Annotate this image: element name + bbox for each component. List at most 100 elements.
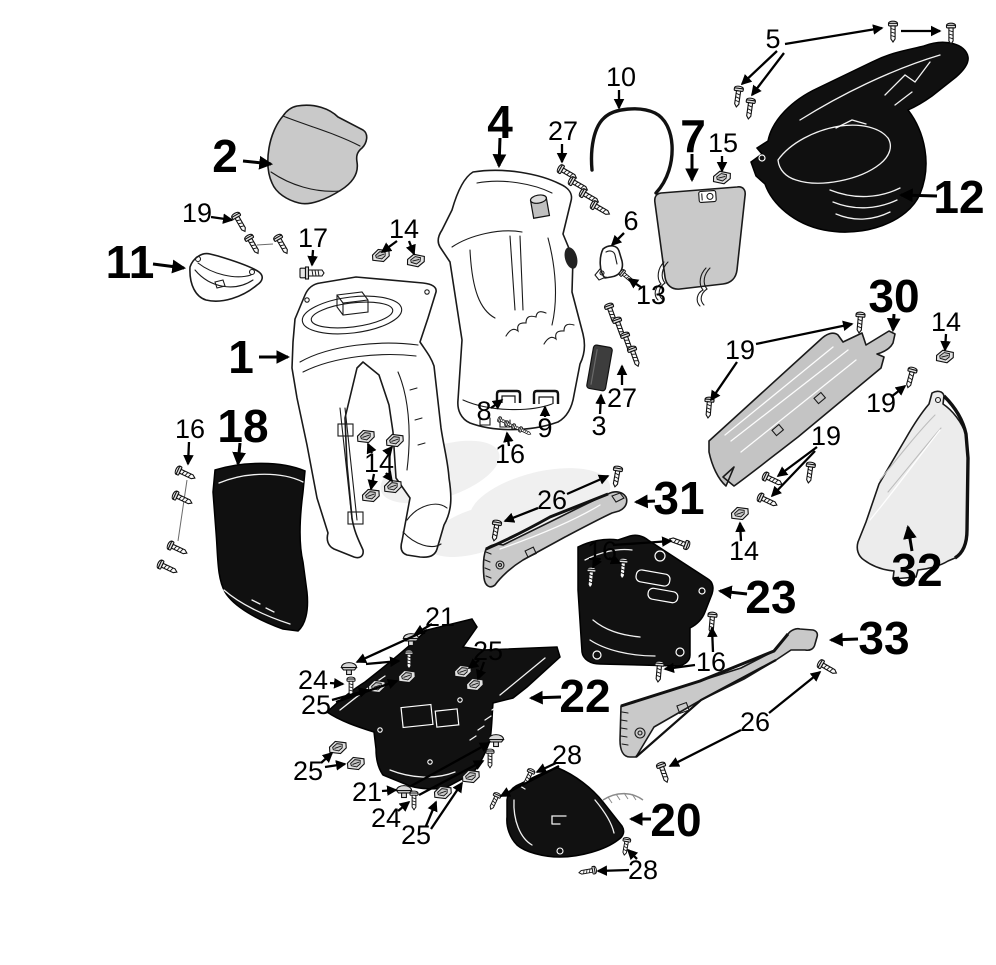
part-label-2: 2 — [212, 130, 238, 182]
callout-arrow — [903, 524, 917, 552]
callout-arrow — [320, 751, 334, 764]
part-label-16: 16 — [175, 414, 205, 444]
part-label-31: 31 — [653, 472, 704, 524]
part-label-6: 6 — [623, 206, 638, 236]
callout-arrow — [397, 800, 411, 812]
callout-arrow — [329, 678, 345, 689]
callout-arrow — [490, 399, 504, 410]
parts-layer — [189, 41, 970, 858]
callout-arrow — [612, 536, 673, 547]
part-label-17: 17 — [298, 223, 328, 253]
screw-icon — [945, 22, 957, 45]
callout-arrow — [668, 728, 742, 768]
callout-arrow — [405, 240, 416, 256]
part-9-hook-bracket — [532, 389, 560, 404]
part-10-trim-profile — [589, 107, 674, 195]
part-label-21: 21 — [425, 602, 455, 632]
cap-icon — [340, 662, 358, 676]
callout-arrow — [828, 632, 859, 647]
callout-arrow — [886, 313, 901, 333]
callout-arrow — [476, 661, 486, 681]
screw-icon — [902, 365, 919, 390]
callout-arrow — [608, 554, 622, 565]
callout-arrow — [768, 671, 822, 714]
screw-icon — [173, 464, 198, 483]
part-label-19: 19 — [811, 421, 841, 451]
callout-arrow — [751, 52, 785, 97]
part-label-14: 14 — [931, 307, 961, 337]
part-label-26: 26 — [537, 485, 567, 515]
part-2-windscreen — [266, 104, 368, 205]
part-label-24: 24 — [298, 665, 328, 695]
callout-arrow — [566, 474, 610, 496]
part-label-25: 25 — [301, 690, 331, 720]
callout-arrow — [707, 626, 718, 653]
part-label-10: 10 — [606, 62, 636, 92]
cap-icon — [395, 785, 413, 799]
clip-icon — [728, 504, 751, 523]
part-6-bracket — [594, 245, 624, 281]
screw-icon — [655, 760, 672, 785]
part-label-11: 11 — [106, 236, 155, 288]
screw-icon — [652, 660, 665, 683]
screw-icon — [485, 748, 495, 769]
callout-arrow — [324, 760, 347, 771]
clip-icon — [934, 347, 956, 366]
screw-icon — [272, 232, 292, 257]
callout-arrow — [499, 764, 560, 798]
part-31-left-sill-panel — [482, 491, 628, 588]
clip-icon — [359, 486, 382, 505]
callout-arrow — [418, 759, 485, 797]
part-label-25: 25 — [293, 756, 323, 786]
part-label-14: 14 — [729, 536, 759, 566]
callout-arrow — [735, 521, 746, 542]
part-label-9: 9 — [537, 413, 552, 443]
callout-arrow — [610, 232, 625, 247]
part-label-12: 12 — [933, 171, 984, 223]
clip-icon — [354, 427, 377, 446]
callout-arrow — [717, 585, 748, 600]
part-label-32: 32 — [891, 544, 942, 596]
screw-icon — [887, 20, 899, 43]
callout-arrow — [430, 781, 463, 830]
callout-arrow — [627, 278, 643, 289]
part-label-14: 14 — [389, 214, 419, 244]
clip-icon — [344, 754, 367, 773]
callout-arrow — [535, 761, 557, 774]
callout-arrow — [183, 441, 194, 466]
callout-arrow — [663, 662, 696, 674]
part-label-20: 20 — [650, 794, 701, 846]
screw-icon — [853, 311, 866, 334]
part-20-mud-flap — [506, 767, 644, 858]
callout-arrow — [382, 445, 394, 458]
part-label-13: 13 — [636, 280, 666, 310]
screw-icon — [815, 658, 840, 678]
screw-icon — [743, 97, 757, 121]
part-label-30: 30 — [868, 270, 919, 322]
callout-arrow — [890, 385, 907, 398]
leader-line — [177, 479, 188, 542]
callout-arrow — [307, 249, 318, 267]
callout-arrow — [467, 658, 480, 669]
part-11-handlebar-cover — [189, 252, 263, 302]
part-label-28: 28 — [552, 740, 582, 770]
callout-arrow — [367, 473, 378, 491]
callout-arrow — [503, 506, 539, 523]
screw-icon — [155, 558, 180, 577]
screw-icon — [409, 790, 419, 811]
part-3-rubber-pad — [586, 344, 613, 392]
part-label-16: 16 — [587, 536, 617, 566]
screw-icon — [588, 199, 613, 219]
callout-arrow — [492, 137, 507, 169]
callout-arrow — [242, 155, 274, 170]
part-label-3: 3 — [591, 411, 606, 441]
callout-arrow — [626, 848, 639, 861]
part-label-7: 7 — [680, 110, 706, 162]
callout-arrow — [413, 623, 433, 635]
callout-arrow — [633, 494, 656, 509]
part-23-underfloor-panel — [577, 534, 714, 667]
screw-icon — [486, 791, 503, 812]
part-label-27: 27 — [548, 116, 578, 146]
part-label-19: 19 — [725, 335, 755, 365]
